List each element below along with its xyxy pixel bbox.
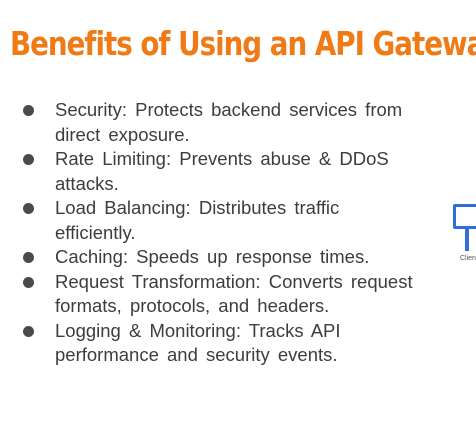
bullet-list: Security: Protects backend services from… [0,98,420,368]
diagram-partial: Clien [450,200,476,270]
client-connector-line [465,229,469,251]
client-monitor-icon [453,204,476,229]
bullet-text: Rate Limiting: Prevents abuse & DDoS att… [55,148,389,194]
bullet-text: Request Transformation: Converts request… [55,270,413,317]
bullet-dot-icon [23,154,34,165]
bullet-item-rate-limiting: Rate Limiting: Prevents abuse & DDoS att… [0,147,420,196]
bullet-item-load-balancing: Load Balancing: Distributes traffic effi… [0,196,420,245]
bullet-dot-icon [23,325,34,337]
client-label: Clien [460,255,476,262]
bullet-text: Caching: Speeds up response times. [55,246,370,267]
bullet-dot-icon [23,105,34,116]
bullet-text: Security: Protects backend services from… [55,99,403,145]
bullet-item-security: Security: Protects backend services from… [0,98,420,147]
bullet-text: Load Balancing: Distributes traffic effi… [55,197,340,243]
bullet-dot-icon [23,276,34,288]
bullet-text: Logging & Monitoring: Tracks API perform… [55,319,341,366]
bullet-dot-icon [23,252,34,263]
bullet-item-request-transformation: Request Transformation: Converts request… [0,270,420,319]
bullet-item-logging-monitoring: Logging & Monitoring: Tracks API perform… [0,319,420,368]
bullet-dot-icon [23,203,34,214]
slide-title: Benefits of Using an API Gateway [10,24,476,63]
bullet-item-caching: Caching: Speeds up response times. [0,245,420,270]
